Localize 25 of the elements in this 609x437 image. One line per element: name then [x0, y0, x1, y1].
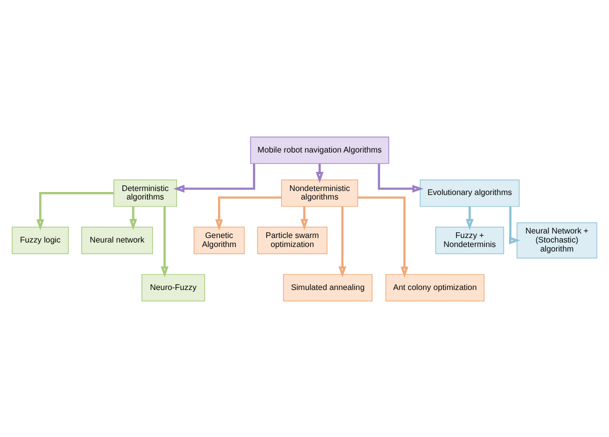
node-box: Simulated annealing: [283, 274, 372, 301]
node-box: Ant colony optimization: [385, 274, 484, 301]
node-box: Evolutionary algorithms: [420, 178, 520, 206]
arrow: [215, 196, 282, 230]
arrow: [316, 163, 324, 183]
arrow: [338, 206, 346, 277]
arrow: [160, 206, 169, 277]
node-box: Particle swarm optimization: [257, 226, 328, 254]
node-box: Fuzzy logic: [12, 226, 69, 254]
arrow: [466, 206, 474, 230]
arrow: [358, 196, 408, 278]
node-box: Neural Network + (Stochastic) algorithm: [516, 222, 598, 258]
arrow: [36, 192, 114, 230]
node-box: Nondeterministic algorithms: [281, 178, 358, 206]
node-box: Neuro-Fuzzy: [142, 274, 206, 301]
node-box: Genetic Algorithm: [194, 226, 245, 254]
node-box: Mobile robot navigation Algorithms: [250, 136, 390, 164]
node-box: Neural network: [81, 226, 153, 254]
node-box: Deterministic algorithms: [113, 178, 177, 206]
arrow: [509, 206, 520, 244]
node-box: Fuzzy + Nondeterminis: [435, 226, 504, 254]
arrow: [378, 163, 424, 192]
arrow: [300, 206, 308, 230]
arrow: [173, 163, 256, 192]
arrow: [129, 206, 138, 230]
